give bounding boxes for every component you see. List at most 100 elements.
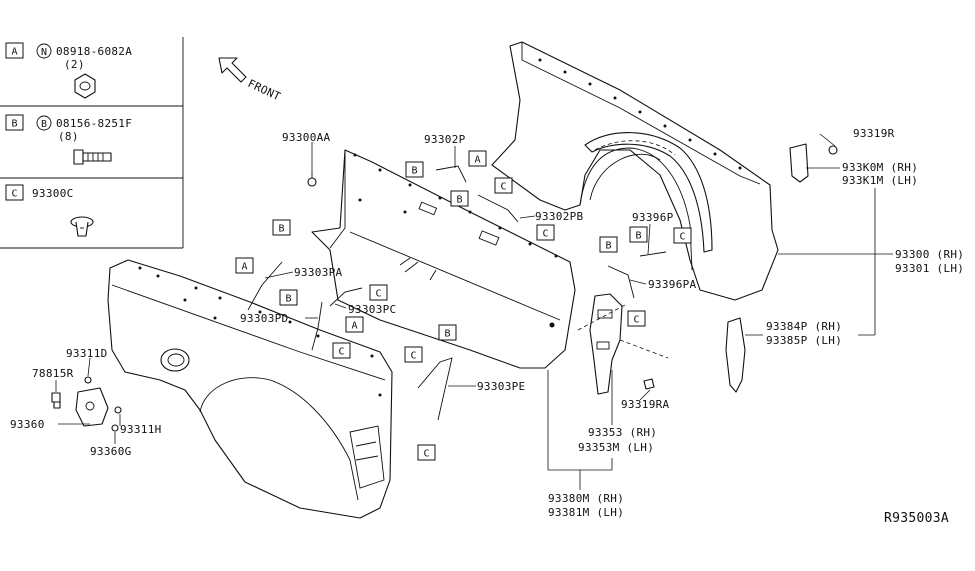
push-clip-icon [70, 216, 94, 237]
svg-text:C: C [542, 229, 548, 240]
label-93303PA[interactable]: 93303PA [294, 266, 343, 279]
callout-box-b[interactable]: B [450, 190, 469, 207]
bracket-933K0M[interactable] [789, 143, 809, 183]
label-93303PD[interactable]: 93303PD [240, 312, 288, 325]
wheel-house-liner[interactable] [584, 132, 713, 253]
label-93311H[interactable]: 93311H [120, 423, 162, 436]
svg-text:C: C [338, 347, 344, 358]
callout-box-b[interactable]: B [438, 324, 457, 341]
callout-box-c[interactable]: C [673, 227, 692, 244]
svg-text:C: C [633, 315, 639, 326]
label-93301[interactable]: 93301 (LH) [895, 262, 964, 275]
label-93384P[interactable]: 93384P (RH) [766, 320, 842, 333]
label-933K1M[interactable]: 933K1M (LH) [842, 174, 918, 187]
label-93360[interactable]: 93360 [10, 418, 45, 431]
label-78815R[interactable]: 78815R [32, 367, 74, 380]
bolt-symbol-icon [36, 115, 52, 131]
callout-box-a[interactable]: A [345, 316, 364, 333]
callout-box-c[interactable]: C [332, 342, 351, 359]
bracket-93353[interactable] [577, 293, 669, 395]
callout-box-c[interactable]: C [369, 284, 388, 301]
label-93353[interactable]: 93353 (RH) [588, 426, 657, 439]
label-93385P[interactable]: 93385P (LH) [766, 334, 842, 347]
part-labels: 93300AA 93302P 93302PB 93303PA 93303PD 9… [10, 127, 964, 526]
label-93381M[interactable]: 93381M (LH) [548, 506, 624, 519]
label-93303PC[interactable]: 93303PC [348, 303, 396, 316]
flange-bolt-icon [73, 149, 112, 165]
label-93360G[interactable]: 93360G [90, 445, 132, 458]
nut-symbol-icon [36, 43, 52, 59]
rear-side-trim-93384P[interactable] [725, 317, 746, 393]
svg-text:A: A [241, 262, 247, 273]
legend-row-c[interactable]: C 93300C [5, 184, 94, 237]
callout-box-b[interactable]: B [272, 219, 291, 236]
callout-box-b[interactable]: B [629, 226, 648, 243]
callout-box-c[interactable]: C [417, 444, 436, 461]
inner-bed-panel[interactable] [311, 149, 576, 369]
label-93302PB[interactable]: 93302PB [535, 210, 584, 223]
legend-row-a[interactable]: A N 08918-6082A (2) [5, 42, 132, 99]
grommet-93360G[interactable] [111, 424, 119, 432]
clip-93311D[interactable] [84, 376, 92, 384]
callout-box-a[interactable]: A [468, 150, 487, 167]
callout-box-c[interactable]: C [627, 310, 646, 327]
label-933K0M[interactable]: 933K0M (RH) [842, 161, 918, 174]
callout-box-c[interactable]: C [404, 346, 423, 363]
label-93396P[interactable]: 93396P [632, 211, 674, 224]
outer-fender-panel[interactable] [107, 259, 393, 519]
callout-box-c[interactable]: C [536, 224, 555, 241]
seal-93303PD[interactable] [311, 301, 323, 351]
grommet-78815R[interactable] [51, 392, 61, 409]
callout-box-c[interactable]: C [494, 177, 513, 194]
svg-text:A: A [474, 155, 480, 166]
callout-box-b[interactable]: B [405, 161, 424, 178]
tail-lamp-opening [349, 425, 385, 489]
legend-box-a-letter: A [11, 47, 17, 58]
svg-text:C: C [500, 182, 506, 193]
front-arrow-icon [218, 57, 247, 83]
svg-text:C: C [375, 289, 381, 300]
callout-box-b[interactable]: B [279, 289, 298, 306]
clip-93319RA[interactable] [643, 378, 655, 390]
svg-text:C: C [410, 351, 416, 362]
svg-text:B: B [635, 231, 641, 242]
legend-box-c [5, 184, 24, 201]
label-93319R[interactable]: 93319R [853, 127, 895, 140]
svg-text:B: B [285, 294, 291, 305]
screw-93311H[interactable] [114, 406, 122, 414]
seal-93303PC[interactable] [329, 287, 363, 307]
svg-text:B: B [444, 329, 450, 340]
seal-93396P[interactable] [639, 251, 667, 257]
seal-93302P[interactable] [435, 165, 467, 183]
label-93380M[interactable]: 93380M (RH) [548, 492, 624, 505]
bolt-93300AA[interactable] [307, 172, 317, 187]
legend-box-b [5, 114, 24, 131]
label-93353M[interactable]: 93353M (LH) [578, 441, 654, 454]
legend-b-quantity: (8) [58, 130, 79, 143]
seal-93302PB[interactable] [477, 194, 519, 223]
seal-93303PE[interactable] [417, 357, 453, 421]
seal-93303PA[interactable] [247, 261, 283, 311]
label-93319RA[interactable]: 93319RA [621, 398, 670, 411]
legend-b-part-number: 08156-8251F [56, 117, 132, 130]
label-93303PE[interactable]: 93303PE [477, 380, 525, 393]
fastener-legend: A N 08918-6082A (2) B B 08156-8251F (8) [0, 37, 184, 249]
label-93396PA[interactable]: 93396PA [648, 278, 697, 291]
legend-b-symbol: B [41, 119, 47, 130]
svg-text:C: C [423, 449, 429, 460]
seal-93396PA[interactable] [607, 265, 635, 299]
front-direction-indicator: FRONT [218, 57, 283, 103]
svg-text:C: C [679, 232, 685, 243]
diagram-code: R935003A [884, 511, 949, 526]
label-93300AA[interactable]: 93300AA [282, 131, 331, 144]
fuel-filler-housing[interactable] [75, 387, 109, 427]
legend-row-b[interactable]: B B 08156-8251F (8) [5, 114, 132, 165]
clip-93319R[interactable] [828, 145, 838, 155]
callout-box-b[interactable]: B [599, 236, 618, 253]
callout-box-a[interactable]: A [235, 257, 254, 274]
label-93302P[interactable]: 93302P [424, 133, 466, 146]
label-93300[interactable]: 93300 (RH) [895, 248, 964, 261]
label-93311D[interactable]: 93311D [66, 347, 108, 360]
